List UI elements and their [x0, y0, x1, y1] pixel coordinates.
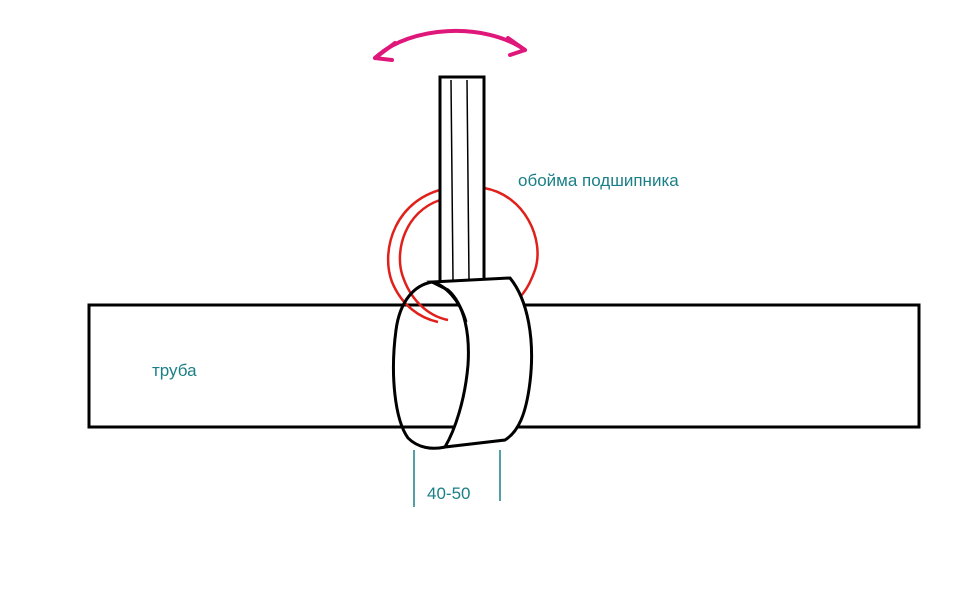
- rotation-arrow-arc: [373, 29, 527, 60]
- pipe-label: труба: [152, 361, 197, 380]
- rotation-arrow: [373, 29, 527, 62]
- handle-body: [438, 75, 486, 284]
- rotation-arrow-head-right: [506, 36, 527, 57]
- handle-groove-left: [450, 79, 454, 281]
- clamp-collar: [391, 276, 534, 450]
- clamp-rim: [391, 280, 446, 450]
- handle: [438, 75, 486, 284]
- bearing-race-inner: [398, 198, 449, 322]
- rotation-arrow-head-left: [373, 41, 397, 62]
- bearing-race-label: обойма подшипника: [518, 171, 679, 190]
- clamp-width-label: 40-50: [427, 484, 471, 503]
- clamp-band: [426, 276, 534, 449]
- handle-groove-right: [466, 79, 470, 281]
- dimension-marks: [413, 450, 501, 507]
- bearing-race-outer: [386, 186, 449, 324]
- clamp-rim-top: [431, 280, 468, 323]
